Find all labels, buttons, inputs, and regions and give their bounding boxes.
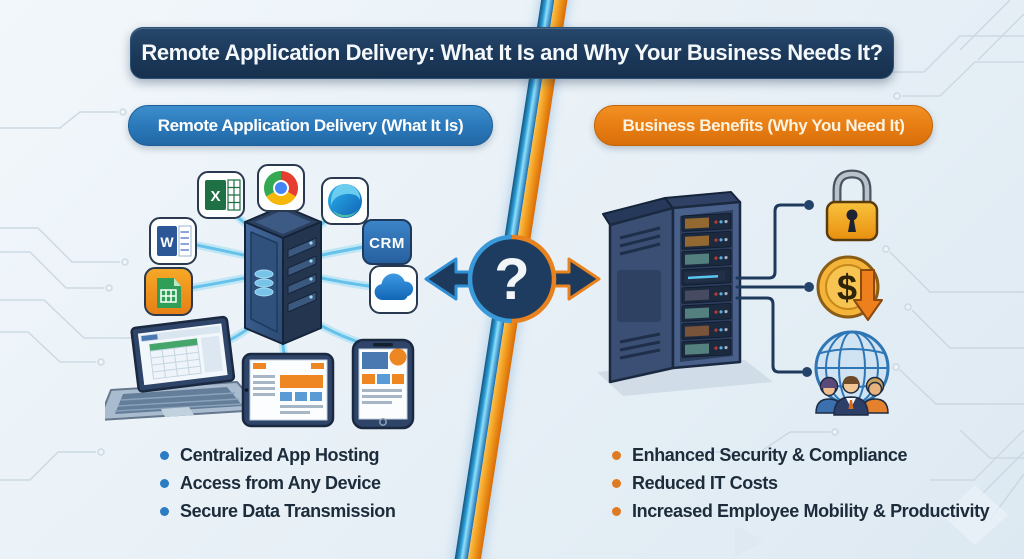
security-lock-icon xyxy=(825,169,879,242)
list-item: Increased Employee Mobility & Productivi… xyxy=(612,497,990,525)
central-server-icon xyxy=(244,205,322,345)
left-section-heading: Remote Application Delivery (What It Is) xyxy=(128,105,493,146)
bullet-dot-icon xyxy=(160,506,169,516)
onedrive-cloud-icon xyxy=(369,265,418,314)
left-bullet-list: Centralized App Hosting Access from Any … xyxy=(160,441,396,525)
bullet-text: Reduced IT Costs xyxy=(632,472,778,493)
bullet-text: Access from Any Device xyxy=(180,472,381,493)
people-group xyxy=(815,376,889,416)
svg-text:CRM: CRM xyxy=(369,235,405,252)
bullet-text: Secure Data Transmission xyxy=(180,500,396,521)
cost-reduction-coin-icon: $ xyxy=(816,255,883,321)
list-item: Secure Data Transmission xyxy=(160,497,396,525)
list-item: Reduced IT Costs xyxy=(612,469,989,497)
bullet-text: Enhanced Security & Compliance xyxy=(632,444,908,465)
list-item: Enhanced Security & Compliance xyxy=(612,441,989,469)
right-section-heading: Business Benefits (Why You Need It) xyxy=(594,105,933,146)
google-sheets-icon xyxy=(144,267,193,316)
server-rack-icon xyxy=(602,191,742,384)
question-mark-graphic: ? xyxy=(424,234,601,324)
bullet-dot-icon xyxy=(612,506,621,516)
smartphone-icon xyxy=(351,338,415,430)
bullet-dot-icon xyxy=(160,478,169,488)
down-arrow-icon xyxy=(853,269,883,321)
dollar-symbol: $ xyxy=(837,267,857,308)
edge-icon xyxy=(321,177,369,225)
bullet-text: Increased Employee Mobility & Productivi… xyxy=(632,500,990,521)
bullet-dot-icon xyxy=(612,450,621,460)
excel-icon: X xyxy=(197,171,245,219)
bullet-text: Centralized App Hosting xyxy=(180,444,380,465)
bullet-dot-icon xyxy=(612,478,621,488)
laptop-icon xyxy=(105,315,262,421)
question-mark-text: ? xyxy=(494,247,529,312)
main-title: Remote Application Delivery: What It Is … xyxy=(130,27,894,79)
svg-text:X: X xyxy=(210,188,220,205)
list-item: Centralized App Hosting xyxy=(160,441,396,469)
sparkle-watermark xyxy=(942,485,1008,545)
crm-icon: CRM xyxy=(362,219,412,265)
right-bullet-list: Enhanced Security & Compliance Reduced I… xyxy=(612,441,990,525)
bullet-dot-icon xyxy=(160,450,169,460)
right-illustration: $ xyxy=(597,169,890,416)
chrome-icon xyxy=(257,164,305,212)
benefit-connector-lines xyxy=(735,203,805,374)
svg-text:W: W xyxy=(160,234,174,250)
chevron-watermark xyxy=(735,525,764,557)
tablet-icon xyxy=(241,352,335,428)
list-item: Access from Any Device xyxy=(160,469,396,497)
word-icon: W xyxy=(149,217,197,265)
global-workforce-icon xyxy=(814,330,890,416)
left-illustration: X W CRM xyxy=(105,164,418,430)
